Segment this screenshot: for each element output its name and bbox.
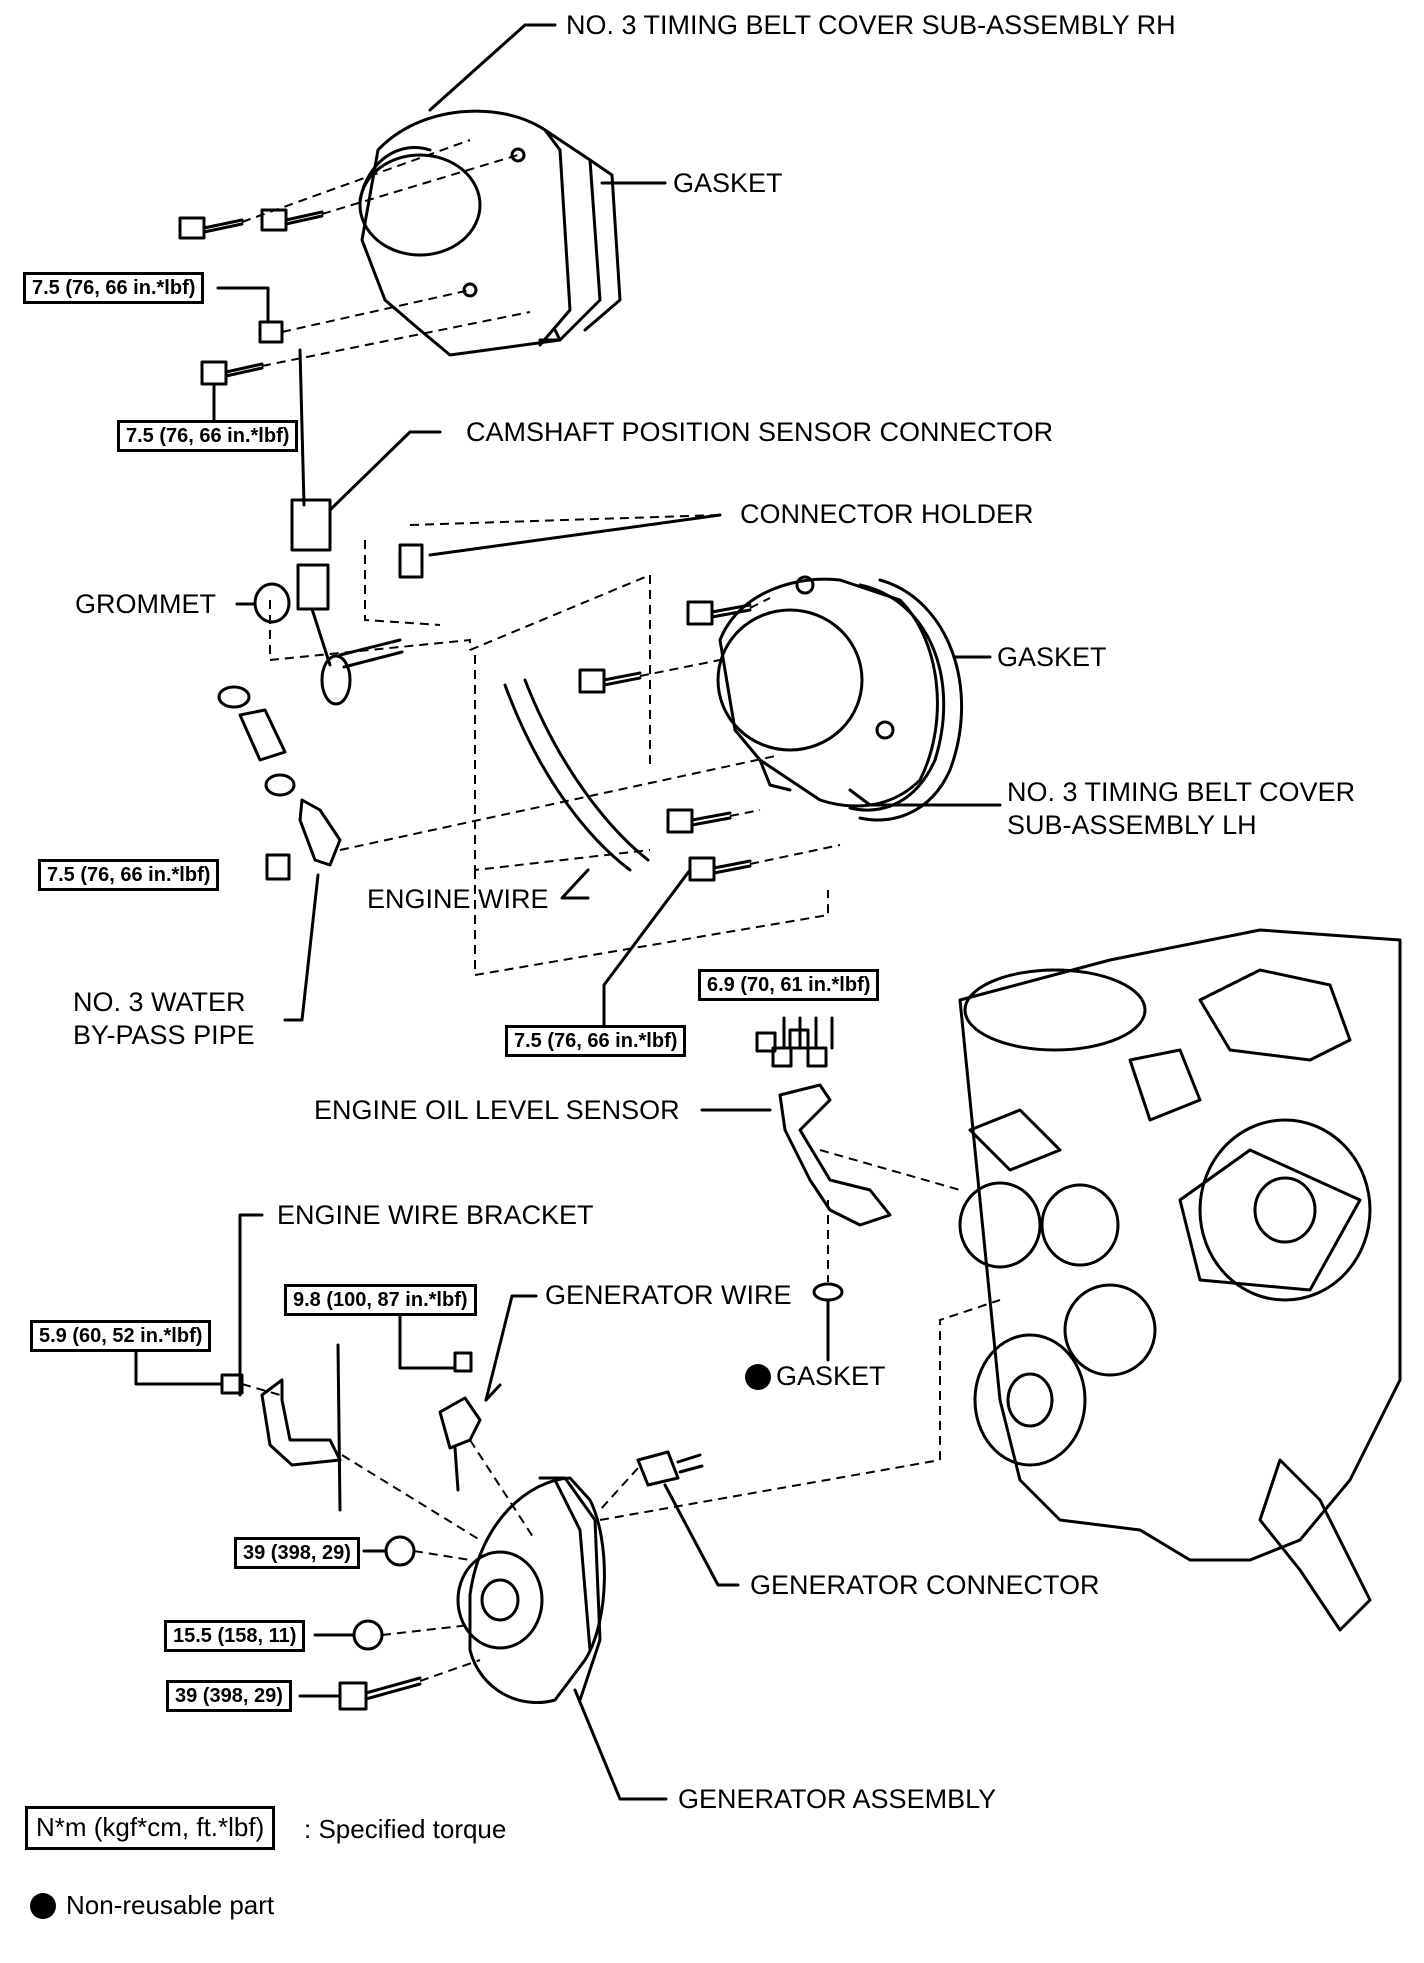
- torque-water-pipe: 7.5 (76, 66 in.*lbf): [38, 859, 220, 891]
- label-grommet: GROMMET: [75, 589, 216, 619]
- torque-rh-cover-bolt: 7.5 (76, 66 in.*lbf): [117, 420, 299, 452]
- engine-block-drawing: [958, 928, 1402, 1632]
- label-generator-assembly: GENERATOR ASSEMBLY: [678, 1784, 997, 1814]
- label-generator-wire: GENERATOR WIRE: [545, 1280, 792, 1310]
- torque-generator-wire: 9.8 (100, 87 in.*lbf): [284, 1284, 477, 1316]
- label-engine-oil-level-sensor: ENGINE OIL LEVEL SENSOR: [314, 1095, 680, 1125]
- label-water-bypass-pipe-line2: BY-PASS PIPE: [73, 1020, 255, 1050]
- label-water-bypass-pipe-line1: NO. 3 WATER: [73, 987, 246, 1017]
- lh-cover-bolts: [578, 600, 752, 882]
- label-generator-connector: GENERATOR CONNECTOR: [750, 1570, 1100, 1600]
- engine-wire-drawing: [503, 678, 650, 872]
- generator-wire-drawing: [438, 1351, 502, 1492]
- label-engine-wire-bracket: ENGINE WIRE BRACKET: [277, 1200, 594, 1230]
- legend-non-reusable-description: Non-reusable part: [66, 1890, 275, 1920]
- cam-sensor-drawing: [253, 348, 424, 706]
- label-gasket-top: GASKET: [673, 168, 783, 198]
- engine-wire-bracket-drawing: [260, 1343, 342, 1512]
- rh-cover-bolts: [178, 208, 324, 386]
- torque-generator-nut-lower: 15.5 (158, 11): [164, 1620, 306, 1652]
- torque-oil-level-sensor: 6.9 (70, 61 in.*lbf): [698, 969, 880, 1001]
- legend-non-reusable-icon: [30, 1893, 56, 1919]
- label-engine-wire: ENGINE WIRE: [367, 884, 549, 914]
- label-timing-belt-cover-rh: NO. 3 TIMING BELT COVER SUB-ASSEMBLY RH: [566, 10, 1176, 40]
- label-timing-belt-cover-lh-line1: NO. 3 TIMING BELT COVER: [1007, 777, 1356, 807]
- non-reusable-marker-icon: [745, 1364, 771, 1390]
- label-timing-belt-cover-lh-line2: SUB-ASSEMBLY LH: [1007, 810, 1257, 840]
- generator-drawing: [456, 1476, 606, 1705]
- label-camshaft-position-sensor-connector: CAMSHAFT POSITION SENSOR CONNECTOR: [466, 417, 1054, 447]
- legend-torque-description: : Specified torque: [304, 1814, 507, 1844]
- torque-rh-cover-nut: 7.5 (76, 66 in.*lbf): [23, 272, 205, 304]
- torque-generator-bolt: 39 (398, 29): [166, 1680, 292, 1712]
- timing-belt-cover-rh-drawing: [358, 109, 622, 357]
- torque-generator-nut-upper: 39 (398, 29): [234, 1537, 360, 1569]
- generator-connector-drawing: [636, 1450, 704, 1487]
- torque-lh-cover-bolt: 7.5 (76, 66 in.*lbf): [505, 1025, 687, 1057]
- label-gasket-bottom: GASKET: [776, 1361, 886, 1391]
- legend-torque-unit-box: N*m (kgf*cm, ft.*lbf): [25, 1806, 276, 1850]
- label-gasket-mid: GASKET: [997, 642, 1107, 672]
- timing-belt-cover-lh-drawing: [716, 575, 964, 822]
- water-bypass-pipe-drawing: [217, 685, 342, 881]
- label-connector-holder: CONNECTOR HOLDER: [740, 499, 1034, 529]
- torque-wire-bracket: 5.9 (60, 52 in.*lbf): [30, 1320, 212, 1352]
